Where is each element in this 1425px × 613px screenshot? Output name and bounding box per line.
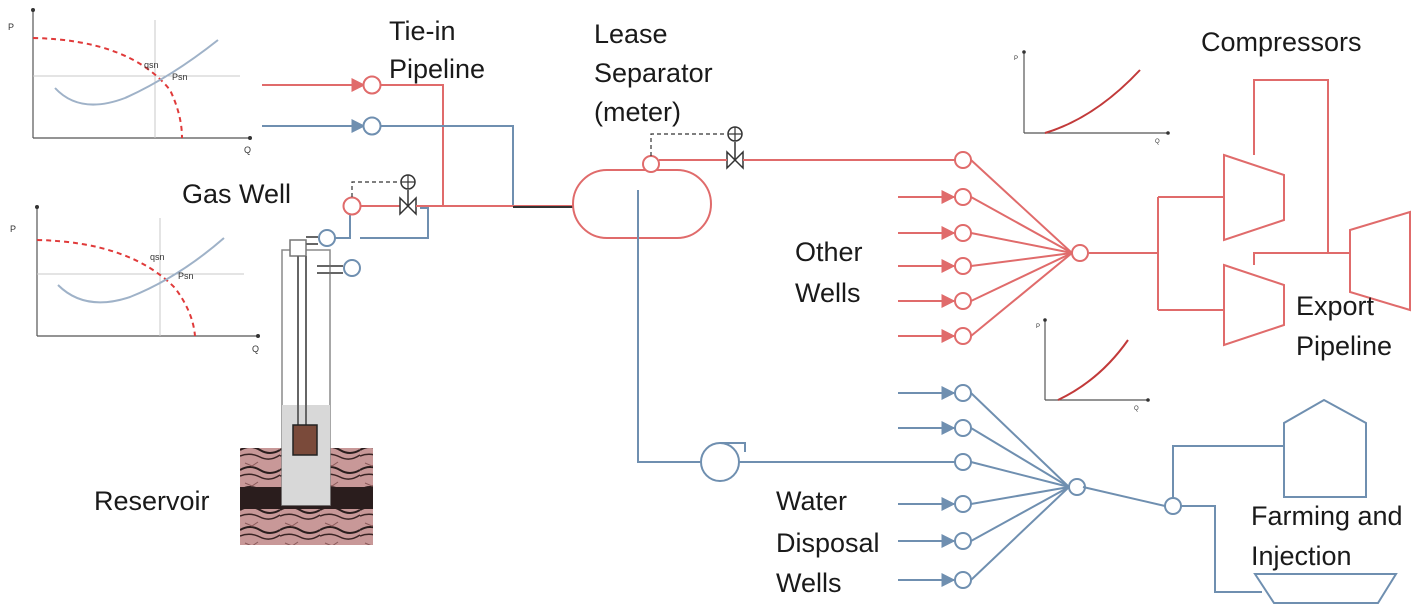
other-wells-branch-line bbox=[970, 196, 1073, 254]
other-wells-label: Wells bbox=[795, 278, 861, 308]
other-wells-branch-line bbox=[970, 252, 1073, 302]
other-wells-inlet-node bbox=[954, 151, 972, 169]
water-disposal-label: Water bbox=[776, 486, 847, 516]
export-pipeline-label: Pipeline bbox=[1296, 331, 1392, 361]
ipr-curve bbox=[36, 239, 196, 337]
water-disposal-hub-node bbox=[1068, 478, 1086, 496]
lease-separator bbox=[572, 126, 955, 463]
ipr-plot-bottom: P Q qsn Psn bbox=[10, 205, 260, 354]
farming-split-node bbox=[1164, 497, 1182, 515]
farming-injection-label: Farming and bbox=[1251, 501, 1403, 531]
other-wells-manifold bbox=[898, 151, 1089, 345]
other-wells-inlet-node bbox=[954, 188, 972, 206]
water-disposal-label: Wells bbox=[776, 568, 842, 598]
separator-vessel bbox=[572, 169, 712, 239]
lease-separator-label: Separator bbox=[594, 58, 713, 88]
y-axis-label: P bbox=[1014, 56, 1018, 62]
water-disposal-branch-line bbox=[970, 486, 1070, 542]
casing-outlet-node bbox=[343, 259, 361, 277]
compressor-station bbox=[1089, 79, 1411, 347]
export-pipeline-label: Export bbox=[1296, 291, 1375, 321]
tpr-curve bbox=[57, 237, 225, 304]
packer bbox=[292, 424, 318, 456]
other-wells-inlet-node bbox=[954, 327, 972, 345]
water-pump-icon bbox=[700, 442, 955, 482]
farming-injection-label: Injection bbox=[1251, 541, 1352, 571]
x-axis-label: Q bbox=[244, 145, 251, 155]
compressor-1 bbox=[1223, 153, 1285, 242]
water-disposal-label: Disposal bbox=[776, 528, 880, 558]
compressor-2 bbox=[1223, 263, 1285, 347]
other-wells-inlet-node bbox=[954, 292, 972, 310]
gas-well-label: Gas Well bbox=[182, 179, 291, 209]
x-axis-label: Q bbox=[1134, 406, 1139, 412]
injection-basin bbox=[1253, 573, 1398, 604]
water-disposal-manifold bbox=[898, 384, 1086, 589]
water-disposal-inlet-node bbox=[954, 495, 972, 513]
water-disposal-branch-line bbox=[970, 486, 1070, 505]
water-disposal-inlet-node bbox=[954, 453, 972, 471]
other-wells-inlet-node bbox=[954, 224, 972, 242]
compressor-curve-plot: P Q bbox=[1014, 50, 1170, 145]
water-disposal-inlet-node bbox=[954, 419, 972, 437]
tie-in-pipeline bbox=[262, 75, 514, 207]
other-wells-branch-line bbox=[970, 252, 1073, 337]
x-axis-label: Q bbox=[1155, 139, 1160, 145]
gas-well bbox=[240, 174, 575, 545]
water-disposal-inlet-node bbox=[954, 384, 972, 402]
other-wells-branch-line bbox=[970, 159, 1073, 254]
compressors-label: Compressors bbox=[1201, 27, 1362, 57]
water-disposal-branch-line bbox=[970, 392, 1070, 488]
tie-in-gas-node bbox=[362, 75, 382, 95]
wellhead-node bbox=[342, 196, 362, 216]
y-axis-label: P bbox=[1036, 324, 1040, 330]
y-axis-label: P bbox=[10, 224, 16, 234]
other-wells-hub-node bbox=[1071, 244, 1089, 262]
water-disposal-inlet-node bbox=[954, 571, 972, 589]
pressure-label: Psn bbox=[172, 72, 188, 82]
reservoir-label: Reservoir bbox=[94, 486, 210, 516]
lease-separator-label: (meter) bbox=[594, 97, 681, 127]
flow-label: qsn bbox=[144, 60, 159, 70]
separator-gas-outlet bbox=[642, 155, 660, 173]
export-compressor bbox=[1349, 210, 1411, 312]
ipr-plot-top: P Q qsn Psn bbox=[8, 8, 252, 155]
lease-separator-label: Lease bbox=[594, 19, 668, 49]
y-axis-label: P bbox=[8, 22, 14, 32]
other-wells-label: Other bbox=[795, 237, 863, 267]
farming-and-injection bbox=[1082, 398, 1398, 604]
tubing-outlet-node bbox=[318, 229, 336, 247]
export-curve-plot: P Q bbox=[1036, 318, 1150, 412]
other-wells-branch-line bbox=[970, 232, 1073, 254]
water-disposal-branch-line bbox=[970, 486, 1070, 581]
other-wells-inlet-node bbox=[954, 257, 972, 275]
pressure-label: Psn bbox=[178, 271, 194, 281]
meter-valve-icon bbox=[726, 126, 744, 170]
water-disposal-branch-line bbox=[970, 427, 1070, 488]
x-axis-label: Q bbox=[252, 344, 259, 354]
tie-in-pipeline-label: Pipeline bbox=[389, 54, 485, 84]
tie-in-water-node bbox=[362, 116, 382, 136]
storage-tank bbox=[1283, 398, 1367, 498]
flow-label: qsn bbox=[150, 252, 165, 262]
tie-in-pipeline-label: Tie-in bbox=[389, 16, 456, 46]
water-disposal-inlet-node bbox=[954, 532, 972, 550]
tpr-curve bbox=[54, 39, 219, 106]
water-disposal-branch-line bbox=[970, 461, 1070, 488]
other-wells-branch-line bbox=[970, 252, 1073, 267]
choke-valve-icon bbox=[399, 174, 417, 216]
